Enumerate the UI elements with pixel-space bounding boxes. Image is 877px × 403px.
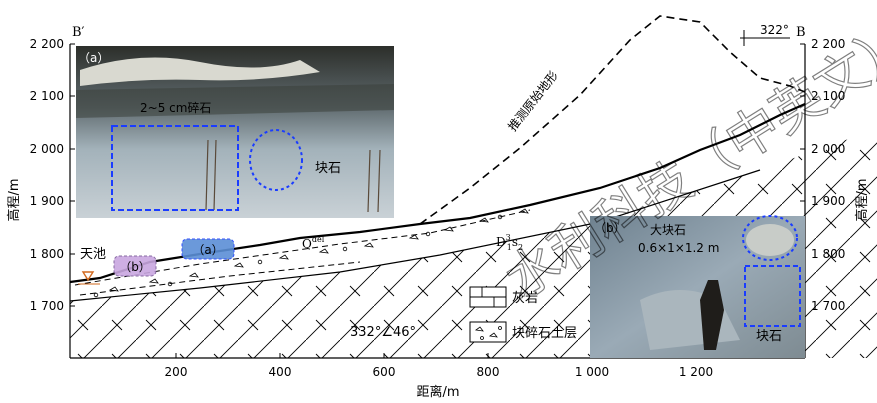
y-tick-right-2100: 2 100 bbox=[811, 89, 845, 103]
marker-b-label: （b） bbox=[119, 260, 151, 274]
y-tick-right-1800: 1 800 bbox=[811, 247, 845, 261]
photo-a: （a） 2~5 cm碎石 块石 bbox=[76, 46, 394, 218]
bedrock-contact-line bbox=[69, 169, 761, 302]
gravel-soil-layer bbox=[74, 208, 531, 298]
photo-b-size: 0.6×1×1.2 m bbox=[638, 241, 719, 255]
y-tick-right-1700: 1 700 bbox=[811, 299, 845, 313]
y-tick-left-2200: 2 200 bbox=[30, 37, 64, 51]
y-tick-right-1900: 1 900 bbox=[811, 194, 845, 208]
y-tick-left-2100: 2 100 bbox=[30, 89, 64, 103]
deposit-code: Qdel bbox=[302, 235, 325, 251]
photo-b: （b） 大块石 0.6×1×1.2 m 块石 bbox=[590, 215, 805, 358]
marker-a: （a） bbox=[181, 238, 235, 260]
projected-original-surface bbox=[419, 15, 806, 225]
corner-label-left: B′ bbox=[72, 25, 85, 40]
photo-a-gravel-box bbox=[111, 125, 239, 211]
tianchi-label: 天池 bbox=[80, 247, 106, 262]
tianchi-marker: 天池 bbox=[78, 247, 106, 285]
x-tick-1200: 1 200 bbox=[679, 365, 713, 379]
azimuth-label: 322° bbox=[760, 23, 789, 37]
legend-gravel-label: 块碎石土层 bbox=[512, 326, 577, 341]
photo-b-block-label: 块石 bbox=[756, 329, 782, 344]
x-tick-600: 600 bbox=[373, 365, 396, 379]
projected-surface-label: 推测原始地形 bbox=[505, 68, 560, 133]
corner-label-right: B bbox=[796, 25, 806, 40]
x-axis-label: 距离/m bbox=[416, 384, 459, 400]
marker-b: （b） bbox=[113, 255, 157, 277]
y-tick-right-2200: 2 200 bbox=[811, 37, 845, 51]
x-tick-400: 400 bbox=[269, 365, 292, 379]
photo-a-block-label: 块石 bbox=[315, 161, 341, 176]
right-y-axis: 2 200 2 100 2 000 1 900 1 800 1 700 高程/m bbox=[800, 37, 870, 313]
photo-b-block-box bbox=[744, 265, 801, 327]
y-tick-left-1900: 1 900 bbox=[30, 194, 64, 208]
photo-b-tag: （b） bbox=[594, 221, 626, 235]
photo-a-caption: 2~5 cm碎石 bbox=[140, 100, 211, 115]
y-label-right: 高程/m bbox=[854, 178, 870, 221]
attitude-label: 332°∠46° bbox=[350, 325, 416, 340]
y-tick-right-2000: 2 000 bbox=[811, 142, 845, 156]
photo-b-boulder: 大块石 bbox=[650, 223, 686, 237]
ground-surface-line bbox=[69, 102, 806, 284]
x-tick-200: 200 bbox=[165, 365, 188, 379]
svg-text:Qdel: Qdel bbox=[302, 235, 325, 251]
legend-gravel-swatch bbox=[469, 321, 507, 343]
x-tick-1000: 1 000 bbox=[575, 365, 609, 379]
photo-a-tag: （a） bbox=[78, 51, 109, 65]
x-axis: 200 400 600 800 1 000 1 200 距离/m bbox=[165, 353, 713, 400]
y-tick-left-2000: 2 000 bbox=[30, 142, 64, 156]
legend: 灰岩 块碎石土层 bbox=[469, 286, 577, 343]
left-y-axis: 2 200 2 100 2 000 1 900 1 800 1 700 高程/m bbox=[6, 37, 75, 313]
y-tick-left-1800: 1 800 bbox=[30, 247, 64, 261]
photo-b-boulder-ring bbox=[742, 215, 798, 261]
azimuth-marker: 322° bbox=[740, 23, 790, 46]
legend-limestone-label: 灰岩 bbox=[512, 291, 538, 306]
photo-a-block-ring bbox=[249, 129, 303, 191]
y-tick-left-1700: 1 700 bbox=[30, 299, 64, 313]
y-label-left: 高程/m bbox=[6, 178, 22, 221]
x-tick-800: 800 bbox=[477, 365, 500, 379]
marker-a-label: （a） bbox=[192, 243, 223, 257]
